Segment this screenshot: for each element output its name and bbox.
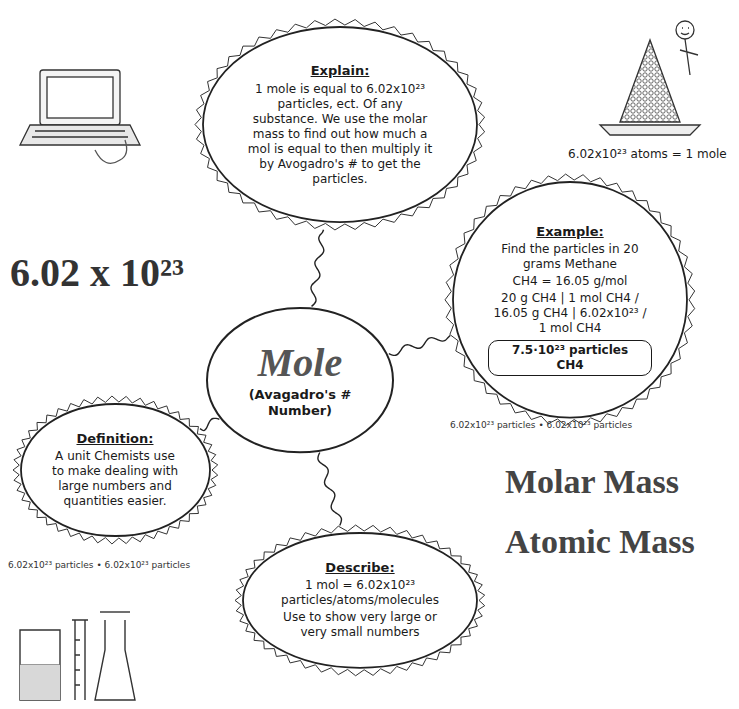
zigzag-border — [13, 396, 218, 544]
squiggle-connector — [389, 336, 450, 356]
zigzag-border — [445, 174, 695, 425]
ellipse-border — [207, 308, 393, 452]
bubble-heading: Describe: — [278, 560, 442, 576]
bubble-text: 20 g CH4 | 1 mol CH4 / 16.05 g CH4 | 6.0… — [488, 291, 652, 336]
squiggle-connector — [318, 453, 342, 526]
squiggle-connector — [311, 230, 324, 307]
pile-caption: 6.02x10²³ atoms = 1 mole — [568, 148, 733, 162]
border-ring-text: 6.02x10²³ particles • 6.02x10²³ particle… — [450, 420, 690, 430]
bubble-text: Find the particles in 20 grams Methane — [488, 242, 652, 272]
explain-bubble: Explain: 1 mole is equal to 6.02x10²³ par… — [195, 19, 485, 230]
bubble-content: Explain: 1 mole is equal to 6.02x10²³ par… — [244, 61, 436, 188]
zigzag-border — [235, 525, 485, 676]
ellipse-border — [453, 182, 687, 418]
bubble-heading: Definition: — [49, 431, 181, 447]
laptop-sketch — [20, 70, 140, 163]
topic-word: Molar Mass — [505, 462, 730, 501]
bubble-text: Use to show very large or very small num… — [278, 610, 442, 640]
topic-subtitle: (Avagadro's # Number) — [239, 387, 361, 420]
bubble-heading: Example: — [488, 224, 652, 240]
topic-word: Atomic Mass — [505, 522, 730, 561]
ellipse-border — [21, 404, 210, 536]
bubble-content: Describe: 1 mol = 6.02x10²³ particles/ato… — [278, 558, 442, 642]
balance-with-pile-sketch — [600, 21, 700, 135]
central-topic-ellipse: Mole(Avagadro's # Number) — [205, 306, 395, 454]
bubble-text: A unit Chemists use to make dealing with… — [49, 449, 181, 509]
bubble-text: 1 mole is equal to 6.02x10²³ particles, … — [244, 82, 436, 187]
ellipse-border — [203, 27, 477, 222]
describe-bubble: Describe: 1 mol = 6.02x10²³ particles/ato… — [235, 525, 485, 676]
bubble-text: 7.5·10²³ particles CH4 — [488, 340, 652, 376]
ellipse-border — [243, 533, 477, 668]
big-number-title: 6.02 x 10²³ — [10, 250, 240, 296]
example-bubble: Example: Find the particles in 20 grams M… — [445, 174, 695, 426]
bubble-content: Example: Find the particles in 20 grams M… — [488, 222, 652, 378]
bubble-heading: Explain: — [244, 63, 436, 79]
definition-bubble: Definition: A unit Chemists use to make d… — [13, 396, 218, 544]
bubble-text: CH4 = 16.05 g/mol — [488, 274, 652, 289]
glassware-sketch — [20, 612, 135, 700]
squiggle-connector — [200, 418, 219, 430]
bubble-text: 1 mol = 6.02x10²³ particles/atoms/molecu… — [278, 578, 442, 608]
bubble-content: Mole(Avagadro's # Number) — [239, 339, 361, 422]
topic-title: Mole — [239, 341, 361, 385]
border-ring-text: 6.02x10²³ particles • 6.02x10²³ particle… — [8, 560, 233, 570]
zigzag-border — [195, 20, 485, 231]
bubble-content: Definition: A unit Chemists use to make d… — [49, 429, 181, 511]
